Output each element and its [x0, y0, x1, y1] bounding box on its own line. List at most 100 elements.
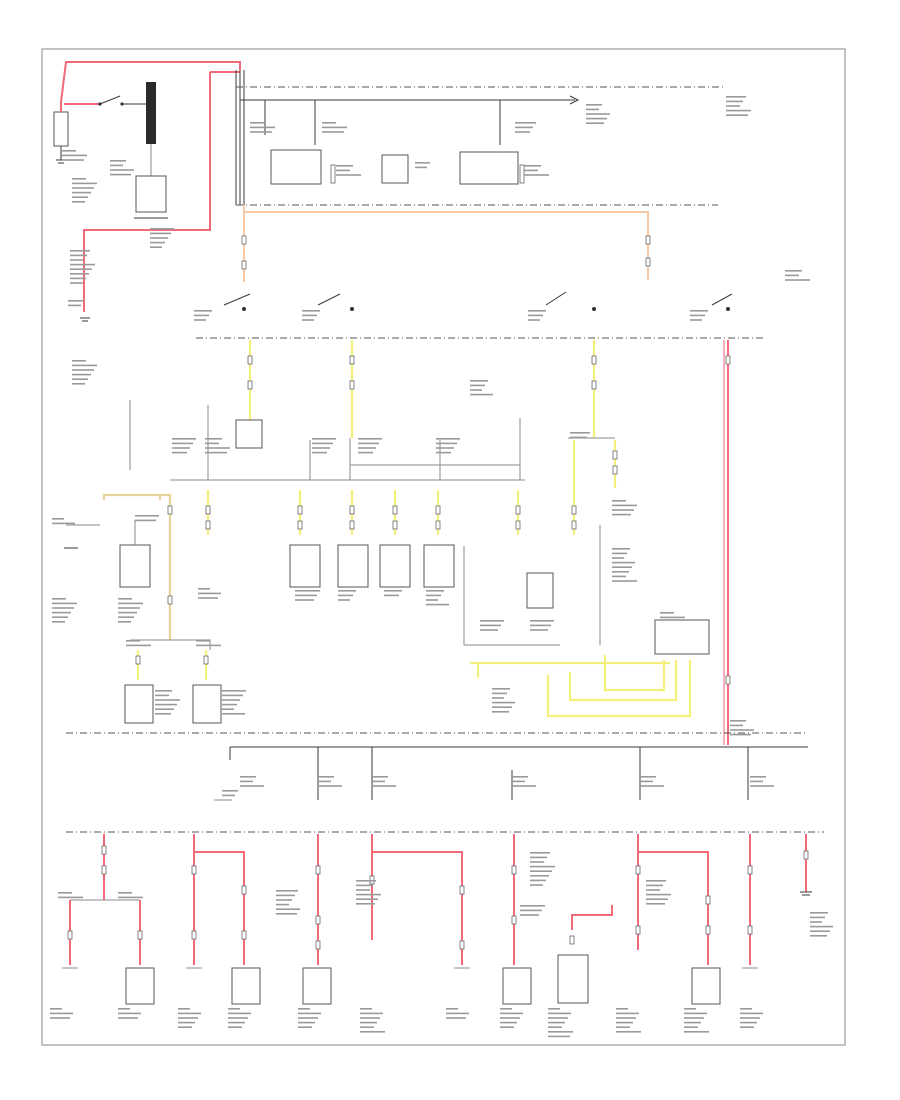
connector	[511, 915, 517, 925]
fine-print-glyph	[312, 451, 327, 454]
fine-print-glyph	[52, 602, 77, 605]
fine-print-glyph	[222, 690, 246, 692]
connector	[645, 235, 651, 245]
fine-print-glyph	[358, 438, 382, 440]
fine-print-glyph	[515, 131, 530, 133]
diagram-frame	[41, 48, 846, 1046]
fine-print-glyph	[500, 1021, 517, 1024]
fine-print-glyph	[118, 602, 143, 605]
fine-print-glyph	[500, 1012, 523, 1015]
fine-print-glyph	[228, 1021, 245, 1024]
fine-print-glyph	[446, 1012, 469, 1015]
fine-print-glyph	[240, 780, 253, 783]
fine-print-glyph	[198, 597, 218, 599]
fine-print-glyph	[492, 711, 509, 713]
fine-print-glyph	[70, 273, 89, 275]
fine-print-glyph	[586, 113, 610, 115]
fine-print-glyph	[70, 250, 90, 252]
fine-print-glyph	[110, 164, 123, 167]
fine-print-glyph	[660, 616, 685, 619]
fine-print-glyph	[118, 1012, 141, 1015]
fine-print-glyph	[338, 599, 350, 601]
lower-fuse-feeds	[214, 747, 749, 801]
fine-print-glyph	[318, 776, 334, 778]
fine-print-glyph	[250, 122, 264, 124]
fine-print-glyph	[446, 1008, 458, 1010]
fine-print-glyph	[50, 1012, 73, 1015]
fine-print-glyph	[222, 790, 238, 792]
connector	[241, 235, 247, 245]
connector	[247, 355, 253, 365]
fine-print-glyph	[322, 122, 336, 124]
connector	[241, 885, 247, 895]
connector	[203, 655, 209, 665]
fine-print-glyph	[298, 1026, 312, 1028]
fine-print-glyph	[548, 1017, 568, 1019]
fine-print-glyph	[312, 447, 330, 449]
fine-print-glyph	[372, 776, 388, 778]
fine-print-glyph	[338, 594, 353, 597]
fine-print-glyph	[70, 259, 84, 261]
fine-print-glyph	[358, 447, 376, 449]
fine-print-glyph	[470, 389, 482, 391]
fine-print-glyph	[228, 1012, 251, 1015]
fine-print-glyph	[228, 1008, 240, 1010]
fine-print-glyph	[118, 611, 137, 614]
fine-print-glyph	[155, 703, 177, 706]
fine-print-glyph	[384, 590, 402, 592]
battery-group	[53, 111, 69, 164]
component-m6	[526, 572, 554, 609]
fine-print-glyph	[198, 588, 210, 590]
fine-print-glyph	[646, 903, 665, 905]
fine-print-glyph	[436, 447, 454, 449]
fine-print-glyph	[318, 780, 331, 783]
connector	[205, 505, 211, 515]
fine-print-glyph	[178, 1012, 201, 1015]
fine-print-glyph	[110, 173, 131, 176]
fine-print-glyph	[72, 383, 85, 385]
ignition-switch	[223, 291, 733, 311]
fine-print-glyph	[612, 509, 634, 511]
fine-print-glyph	[356, 898, 378, 900]
fine-print-glyph	[198, 592, 221, 595]
fine-print-glyph	[616, 1026, 630, 1028]
fine-print-glyph	[196, 644, 221, 647]
component-l1	[124, 684, 154, 724]
fine-print-glyph	[72, 360, 86, 362]
ground-battery	[80, 317, 90, 322]
fine-print-glyph	[372, 780, 385, 783]
fine-print-glyph	[492, 688, 510, 690]
fine-print-glyph	[150, 246, 162, 248]
connector	[101, 865, 107, 875]
label-glyphs	[50, 96, 833, 1038]
fine-print-glyph	[356, 884, 373, 887]
fine-print-glyph	[240, 785, 264, 787]
fine-print-glyph	[276, 913, 297, 915]
connector	[515, 505, 521, 515]
fine-print-glyph	[512, 780, 525, 783]
generator	[135, 175, 167, 213]
connector	[67, 930, 73, 940]
fine-print-glyph	[178, 1021, 195, 1024]
connector	[191, 930, 197, 940]
connector	[705, 925, 711, 935]
connector	[645, 257, 651, 267]
fine-print-glyph	[72, 364, 97, 367]
connector	[297, 505, 303, 515]
fine-print-glyph	[612, 504, 637, 507]
connector	[315, 865, 321, 875]
fine-print-glyph	[646, 898, 668, 900]
fine-print-glyph	[684, 1017, 704, 1019]
fine-print-glyph	[810, 921, 822, 923]
fine-print-glyph	[612, 557, 624, 559]
fine-print-glyph	[72, 178, 86, 180]
fine-print-glyph	[298, 1021, 315, 1024]
fine-print-glyph	[740, 1021, 757, 1024]
fine-print-glyph	[222, 694, 243, 697]
fine-print-glyph	[646, 884, 663, 887]
fine-print-glyph	[810, 912, 828, 914]
fine-print-glyph	[586, 104, 602, 106]
connector	[349, 505, 355, 515]
component-m5	[423, 544, 455, 588]
